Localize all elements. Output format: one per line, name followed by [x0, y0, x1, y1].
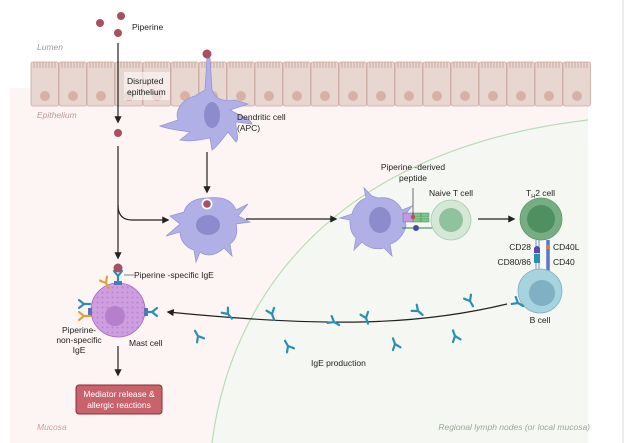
epithelial-cell: [58, 61, 87, 107]
epithelial-cell: [226, 61, 255, 107]
epithelial-nucleus: [320, 91, 330, 101]
epithelial-cell: [170, 61, 199, 107]
epithelial-nucleus: [180, 91, 190, 101]
piperine-dot: [96, 19, 104, 27]
epithelial-cell: [366, 61, 395, 107]
dendritic-cell-label: Dendritic cell: [237, 112, 286, 122]
epithelial-cell: [394, 61, 423, 107]
mediator-release-label: Mediator release &: [83, 389, 155, 399]
disrupted-label-bg: [124, 72, 170, 100]
epithelial-cell: [282, 61, 311, 107]
mhc-tcr-complex: [402, 188, 440, 231]
epithelial-cell: [338, 61, 367, 107]
epithelial-nucleus: [460, 91, 470, 101]
cd40l-label: CD40L: [553, 242, 580, 252]
antigen-presenting-cell: [338, 186, 414, 258]
epithelial-cell: [478, 61, 507, 107]
epithelial-cell: [562, 61, 591, 107]
b-cell-label: B cell: [530, 315, 551, 325]
mediator-release-label-2: allergic reactions: [87, 400, 151, 410]
piperine-dot-mucosa: [114, 129, 122, 137]
dendritic-nucleus: [204, 102, 220, 128]
lymph-node-border: [211, 119, 589, 443]
dendritic-cell-migrating: [165, 197, 252, 264]
th2-cell-label: TH2 cell: [526, 188, 555, 200]
epithelial-nucleus: [96, 91, 106, 101]
nonspecific-ige-label-3: IgE: [73, 345, 86, 355]
epithelial-nucleus: [432, 91, 442, 101]
epithelial-nucleus: [68, 91, 78, 101]
peptide-dot: [410, 214, 416, 220]
epithelial-cell: [86, 61, 115, 107]
nonspecific-ige-label-2: non-specific: [56, 335, 102, 345]
epithelial-nucleus: [376, 91, 386, 101]
ige-production-label: IgE production: [311, 358, 366, 368]
epithelial-cell: [422, 61, 451, 107]
epithelial-cell: [506, 61, 535, 107]
epithelial-layer: [30, 61, 591, 107]
mast-cell-label: Mast cell: [129, 338, 163, 348]
mediator-release-box: [75, 384, 163, 415]
b-cell: [517, 268, 563, 314]
epithelial-nucleus: [236, 91, 246, 101]
th2-cell: [519, 197, 563, 241]
dendritic-cell-epithelial: [158, 49, 253, 151]
dendritic-cell-label-2: (APC): [237, 123, 260, 133]
piperine-dot: [114, 29, 122, 37]
cd28-label: CD28: [509, 242, 531, 252]
cd40-label: CD40: [553, 257, 575, 267]
epithelial-nucleus: [348, 91, 358, 101]
piperine-bound-dot: [113, 263, 123, 273]
mucosa-label: Mucosa: [37, 422, 67, 432]
epithelial-nucleus: [40, 91, 50, 101]
epithelial-nucleus: [516, 91, 526, 101]
arrow-to-dendritic-cell: [117, 204, 170, 224]
epithelial-cell: [254, 61, 283, 107]
epithelial-cell: [30, 61, 59, 107]
epithelial-nucleus: [404, 91, 414, 101]
peptide-label: Piperine -derived: [381, 162, 446, 172]
mast-cell: [77, 263, 159, 338]
piperine-dot: [117, 12, 125, 20]
epithelial-cell: [310, 61, 339, 107]
epithelial-nucleus: [292, 91, 302, 101]
naive-t-cell-label: Naive T cell: [429, 188, 473, 198]
epithelial-nucleus: [488, 91, 498, 101]
ige-production-arrow: [166, 303, 508, 323]
cd80-86-label: CD80/86: [497, 257, 531, 267]
lymph-node-region: [212, 120, 588, 443]
naive-t-cell: [430, 199, 472, 241]
epithelium-label: Epithelium: [37, 110, 77, 120]
piperine-label: Piperine: [132, 22, 163, 32]
epithelial-nucleus: [264, 91, 274, 101]
piperine-dot-captured: [202, 49, 212, 59]
right-divider: [622, 0, 624, 443]
specific-ige-label: Piperine -specific IgE: [134, 270, 214, 280]
epithelial-nucleus: [544, 91, 554, 101]
lumen-label: Lumen: [37, 42, 63, 52]
epithelial-nucleus: [572, 91, 582, 101]
disrupted-epithelium-label-2: epithelium: [127, 87, 166, 97]
lymph-node-label: Regional lymph nodes (or local mucosa): [438, 422, 590, 432]
piperine-particles: [96, 12, 125, 37]
peptide-label-2: peptide: [399, 173, 427, 183]
epithelial-cell: [534, 61, 563, 107]
nonspecific-ige-label: Piperine-: [62, 325, 96, 335]
epithelial-cell: [450, 61, 479, 107]
disrupted-epithelium-label: Disrupted: [127, 76, 164, 86]
